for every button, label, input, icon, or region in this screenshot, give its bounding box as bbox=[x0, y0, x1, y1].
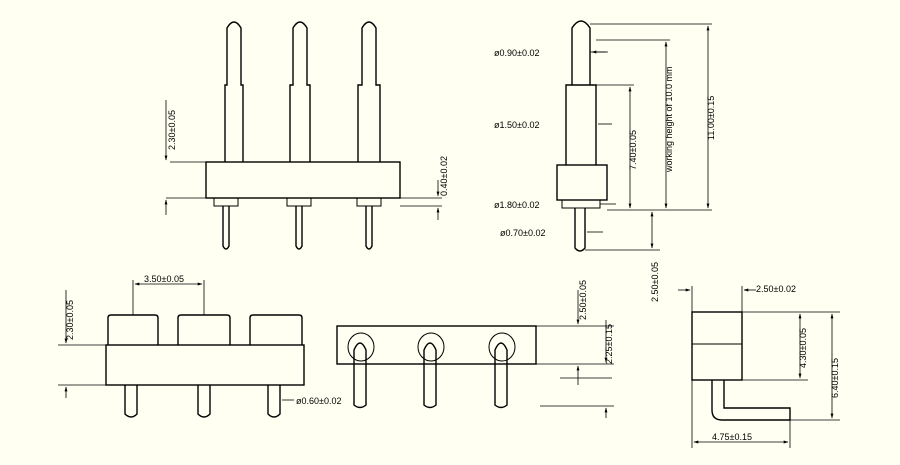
dim-side-total-height: 11.00±0.15 bbox=[706, 96, 716, 140]
bl-tail-1 bbox=[124, 385, 138, 418]
bl-plunger-1 bbox=[107, 314, 159, 345]
dim-front-gap: 0.40±0.02 bbox=[439, 156, 449, 196]
side-pin-tip bbox=[571, 20, 591, 85]
side-collar bbox=[561, 199, 601, 209]
front-pin-2 bbox=[289, 21, 311, 162]
dim-bl-pitch: 3.50±0.05 bbox=[144, 274, 184, 284]
dim-side-tail-len: 2.50±0.05 bbox=[650, 262, 660, 302]
dim-side-tail-dia: ø0.70±0.02 bbox=[500, 228, 545, 238]
bl-housing bbox=[105, 344, 305, 386]
dim-side-collar-dia: ø1.80±0.02 bbox=[494, 200, 539, 210]
dim-br-total-height: 6.40±0.15 bbox=[830, 358, 840, 398]
front-pin-3 bbox=[357, 21, 381, 162]
dim-front-plunger: 2.30±0.05 bbox=[167, 110, 177, 150]
dim-br-length: 4.75±0.15 bbox=[712, 432, 752, 442]
dim-bl-height: 2.30±0.05 bbox=[65, 300, 75, 340]
dim-side-working-height: working height of 10.0 mm bbox=[664, 66, 674, 173]
side-view: ø0.90±0.02 ø1.50±0.02 ø1.80±0.02 ø0.70±0… bbox=[494, 20, 716, 302]
front-tail-1 bbox=[222, 206, 230, 250]
bl-plunger-3 bbox=[249, 314, 303, 345]
front-tail-3 bbox=[365, 206, 373, 250]
bm-pin-2 bbox=[417, 332, 445, 409]
br-bent-tail bbox=[711, 380, 791, 421]
front-collar-2 bbox=[286, 197, 312, 207]
bl-plunger-2 bbox=[177, 314, 231, 345]
front-collar-1 bbox=[213, 197, 239, 207]
front-view: 2.30±0.05 0.40±0.02 bbox=[164, 21, 449, 250]
bm-pin-1 bbox=[347, 332, 375, 409]
bottom-left-view: 3.50±0.05 2.30±0.05 ø0.60±0.02 bbox=[58, 274, 341, 418]
front-housing bbox=[205, 161, 401, 199]
bm-pin-3 bbox=[488, 332, 516, 409]
bm-housing bbox=[336, 325, 537, 365]
bl-tail-2 bbox=[197, 385, 211, 418]
dim-bm-top: 2.50±0.05 bbox=[578, 280, 588, 320]
front-collar-3 bbox=[356, 197, 382, 207]
side-pin-barrel bbox=[565, 84, 597, 165]
dim-br-body-height: 4.30±0.05 bbox=[798, 328, 808, 368]
side-tail bbox=[574, 208, 586, 252]
bottom-right-view: 2.50±0.02 4.30±0.05 6.40±0.15 4.75±0.15 bbox=[678, 284, 840, 448]
side-housing bbox=[556, 164, 608, 201]
br-housing bbox=[691, 311, 743, 381]
front-pin-1 bbox=[224, 21, 244, 162]
front-tail-2 bbox=[295, 206, 303, 250]
bl-tail-3 bbox=[267, 385, 281, 418]
dim-side-barrel-dia: ø1.50±0.02 bbox=[494, 120, 539, 130]
dim-bl-tail-dia: ø0.60±0.02 bbox=[296, 396, 341, 406]
bottom-middle-view: 2.50±0.05 2.25±0.15 bbox=[336, 280, 614, 418]
dim-side-tip-dia: ø0.90±0.02 bbox=[494, 48, 539, 58]
dim-br-width: 2.50±0.02 bbox=[756, 284, 796, 294]
dim-bm-offset: 2.25±0.15 bbox=[604, 324, 614, 364]
dim-side-barrel-len: 7.40±0.05 bbox=[628, 130, 638, 170]
